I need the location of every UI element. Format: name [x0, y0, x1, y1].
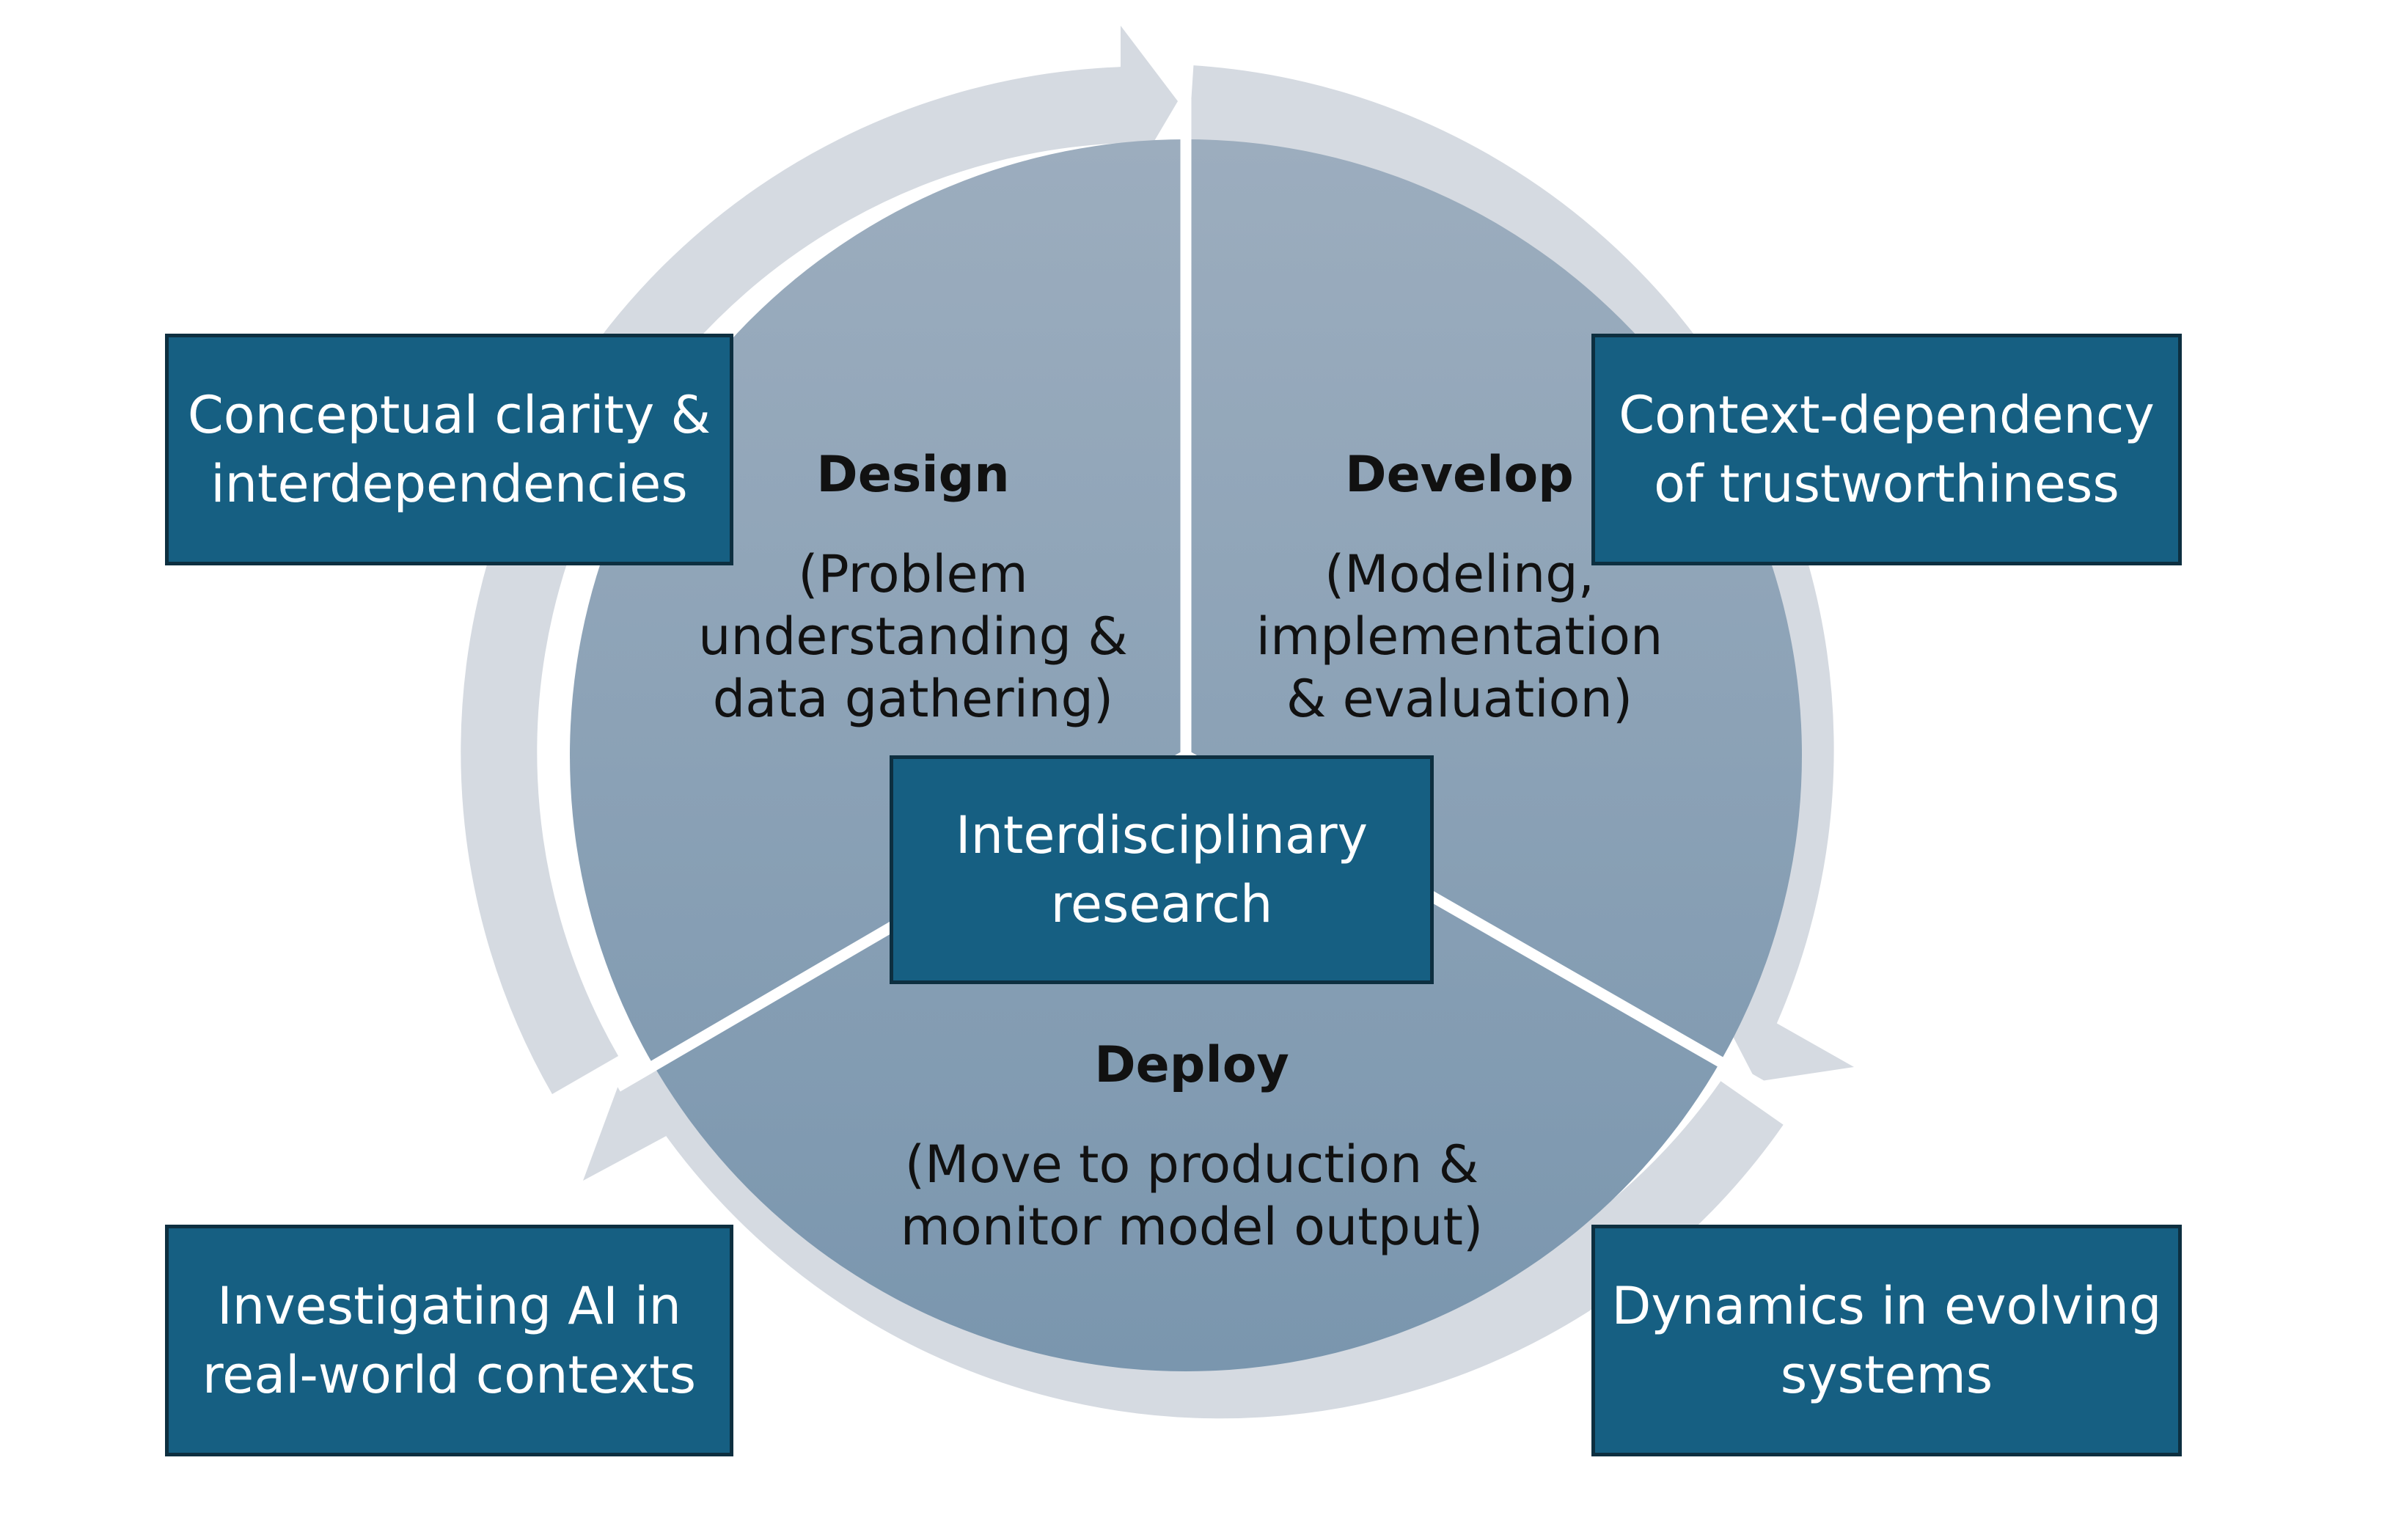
center-box-label: Interdisciplinary research [955, 805, 1368, 934]
box-dynamics-evolving-label: Dynamics in evolving systems [1611, 1276, 2162, 1405]
box-investigating-ai: Investigating AI in real-world contexts [165, 1225, 733, 1456]
phase-deploy-title: Deploy [1094, 1036, 1289, 1094]
phase-design: Design (Problem understanding & data gat… [675, 429, 1151, 744]
phase-develop-title: Develop [1345, 446, 1574, 504]
phase-design-title: Design [816, 446, 1010, 504]
box-dynamics-evolving: Dynamics in evolving systems [1591, 1225, 2182, 1456]
phase-design-description: (Problem understanding & data gathering) [698, 544, 1128, 729]
box-context-dependency-label: Context-dependency of trustworthiness [1619, 385, 2155, 514]
box-conceptual-clarity: Conceptual clarity & interdependencies [165, 334, 733, 565]
phase-develop-description: (Modeling, implementation & evaluation) [1256, 544, 1663, 729]
phase-deploy: Deploy (Move to production & monitor mod… [843, 1019, 1540, 1272]
box-context-dependency: Context-dependency of trustworthiness [1591, 334, 2182, 565]
center-box-interdisciplinary-research: Interdisciplinary research [890, 755, 1434, 984]
box-investigating-ai-label: Investigating AI in real-world contexts [202, 1276, 697, 1405]
phase-deploy-description: (Move to production & monitor model outp… [900, 1134, 1484, 1257]
phase-develop: Develop (Modeling, implementation & eval… [1225, 429, 1694, 744]
box-conceptual-clarity-label: Conceptual clarity & interdependencies [187, 385, 711, 514]
